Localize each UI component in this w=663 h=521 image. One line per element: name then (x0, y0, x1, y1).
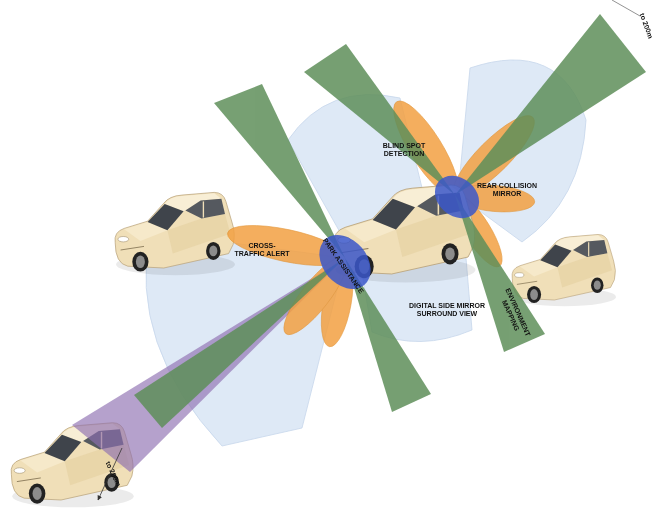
radar-beam (455, 14, 646, 195)
radar-beam (134, 258, 345, 428)
function-label: CROSS-TRAFFIC ALERT (234, 242, 290, 258)
function-label: ENVIRONMENT MAPPING (496, 287, 532, 341)
leader-line (612, 0, 640, 16)
narrow-beams (134, 14, 646, 428)
long-range-beam (72, 258, 345, 472)
range-arrow (98, 448, 122, 500)
car (512, 234, 616, 306)
radar-beam (455, 195, 545, 352)
function-label: DIGITAL SIDE MIRROR SURROUND VIEW (406, 302, 488, 318)
sensor-ring (426, 167, 487, 227)
radar-beam (304, 44, 455, 195)
function-label: BLIND SPOT DETECTION (378, 142, 430, 158)
function-label: PARK ASSISTANCE (321, 237, 365, 295)
radar-beam (214, 84, 345, 258)
range-label: to 200m (638, 12, 655, 40)
car (115, 192, 235, 275)
function-label: REAR COLLISION MIRROR (475, 182, 539, 198)
range-label: to 200m (104, 460, 122, 487)
sensor-ring (309, 225, 381, 299)
